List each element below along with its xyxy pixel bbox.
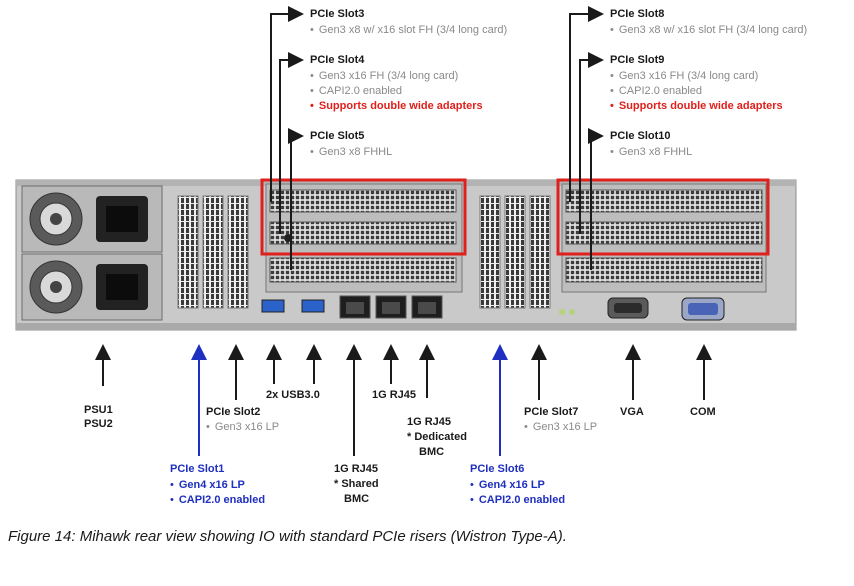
psu-bay <box>21 185 163 321</box>
slot6b-grill <box>504 195 526 309</box>
slot3-title: PCIe Slot3 <box>310 8 365 20</box>
slot4-detail-1: •Gen3 x16 FH (3/4 long card) <box>310 70 459 82</box>
slot8-bracket <box>565 189 763 213</box>
left-riser <box>265 183 463 293</box>
slot9-title: PCIe Slot9 <box>610 54 665 66</box>
slot1-detail-2: •CAPI2.0 enabled <box>170 494 266 506</box>
slot4-title: PCIe Slot4 <box>310 54 365 66</box>
slot3-detail: •Gen3 x8 w/ x16 slot FH (3/4 long card) <box>310 24 508 36</box>
rj45-1g-label: 1G RJ45 <box>372 389 417 401</box>
slot6-grill <box>479 195 501 309</box>
slot3-bracket <box>269 189 457 213</box>
slot8-title: PCIe Slot8 <box>610 8 665 20</box>
com-label: COM <box>690 406 716 418</box>
status-led-2 <box>569 309 575 315</box>
slot5-bracket <box>269 257 457 283</box>
slot2-detail: •Gen3 x16 LP <box>206 421 280 433</box>
slot7-grill <box>529 195 551 309</box>
usb-label: 2x USB3.0 <box>266 389 320 401</box>
slot2-title: PCIe Slot2 <box>206 406 261 418</box>
slot10-title: PCIe Slot10 <box>610 130 671 142</box>
slot1-title: PCIe Slot1 <box>170 463 225 475</box>
rj45-dedicated-line3: BMC <box>419 446 445 458</box>
slot9-double-wide-note: •Supports double wide adapters <box>610 100 783 112</box>
bottom-blue-arrows <box>191 344 508 456</box>
slot4-bracket <box>269 221 457 245</box>
rj45-shared-line3: BMC <box>344 493 370 505</box>
slot4-double-wide-note: •Supports double wide adapters <box>310 100 483 112</box>
rj45-shared-line1: 1G RJ45 <box>334 463 379 475</box>
usb-port-1 <box>261 299 285 313</box>
top-right-callout-lines <box>569 6 604 270</box>
slot8-detail: •Gen3 x8 w/ x16 slot FH (3/4 long card) <box>610 24 808 36</box>
vga-label: VGA <box>620 406 644 418</box>
psu1-label: PSU1 <box>84 404 113 416</box>
slot7-detail: •Gen3 x16 LP <box>524 421 598 433</box>
rj45-dedicated-line1: 1G RJ45 <box>407 416 452 428</box>
rj45-dedicated-line2: * Dedicated <box>407 431 467 443</box>
usb-port-2 <box>301 299 325 313</box>
psu2-label: PSU2 <box>84 418 113 430</box>
slot6-title: PCIe Slot6 <box>470 463 525 475</box>
io-ports <box>261 295 725 321</box>
slot9-bracket <box>565 221 763 245</box>
left-double-wide-highlight <box>260 178 467 256</box>
slot10-bracket <box>565 257 763 283</box>
slot6-detail-2: •CAPI2.0 enabled <box>470 494 566 506</box>
slot2b-grill <box>227 195 249 309</box>
figure-caption: Figure 14: Mihawk rear view showing IO w… <box>8 528 567 545</box>
slot9-detail-1: •Gen3 x16 FH (3/4 long card) <box>610 70 759 82</box>
slot5-title: PCIe Slot5 <box>310 130 365 142</box>
status-led-1 <box>559 309 565 315</box>
slot6-detail-1: •Gen4 x16 LP <box>470 479 545 491</box>
slot7-title: PCIe Slot7 <box>524 406 579 418</box>
slot2-grill <box>202 195 224 309</box>
bottom-pointer-arrows <box>95 344 712 456</box>
slot5-detail: •Gen3 x8 FHHL <box>310 146 393 158</box>
top-left-callout-lines <box>270 6 304 270</box>
rj45-shared-line2: * Shared <box>334 478 379 490</box>
right-riser <box>561 183 767 293</box>
slot9-detail-2: •CAPI2.0 enabled <box>610 85 703 97</box>
right-double-wide-highlight <box>556 178 770 256</box>
slot10-detail: •Gen3 x8 FHHL <box>610 146 693 158</box>
slot4-detail-2: •CAPI2.0 enabled <box>310 85 403 97</box>
slot1-grill <box>177 195 199 309</box>
slot1-detail-1: •Gen4 x16 LP <box>170 479 245 491</box>
